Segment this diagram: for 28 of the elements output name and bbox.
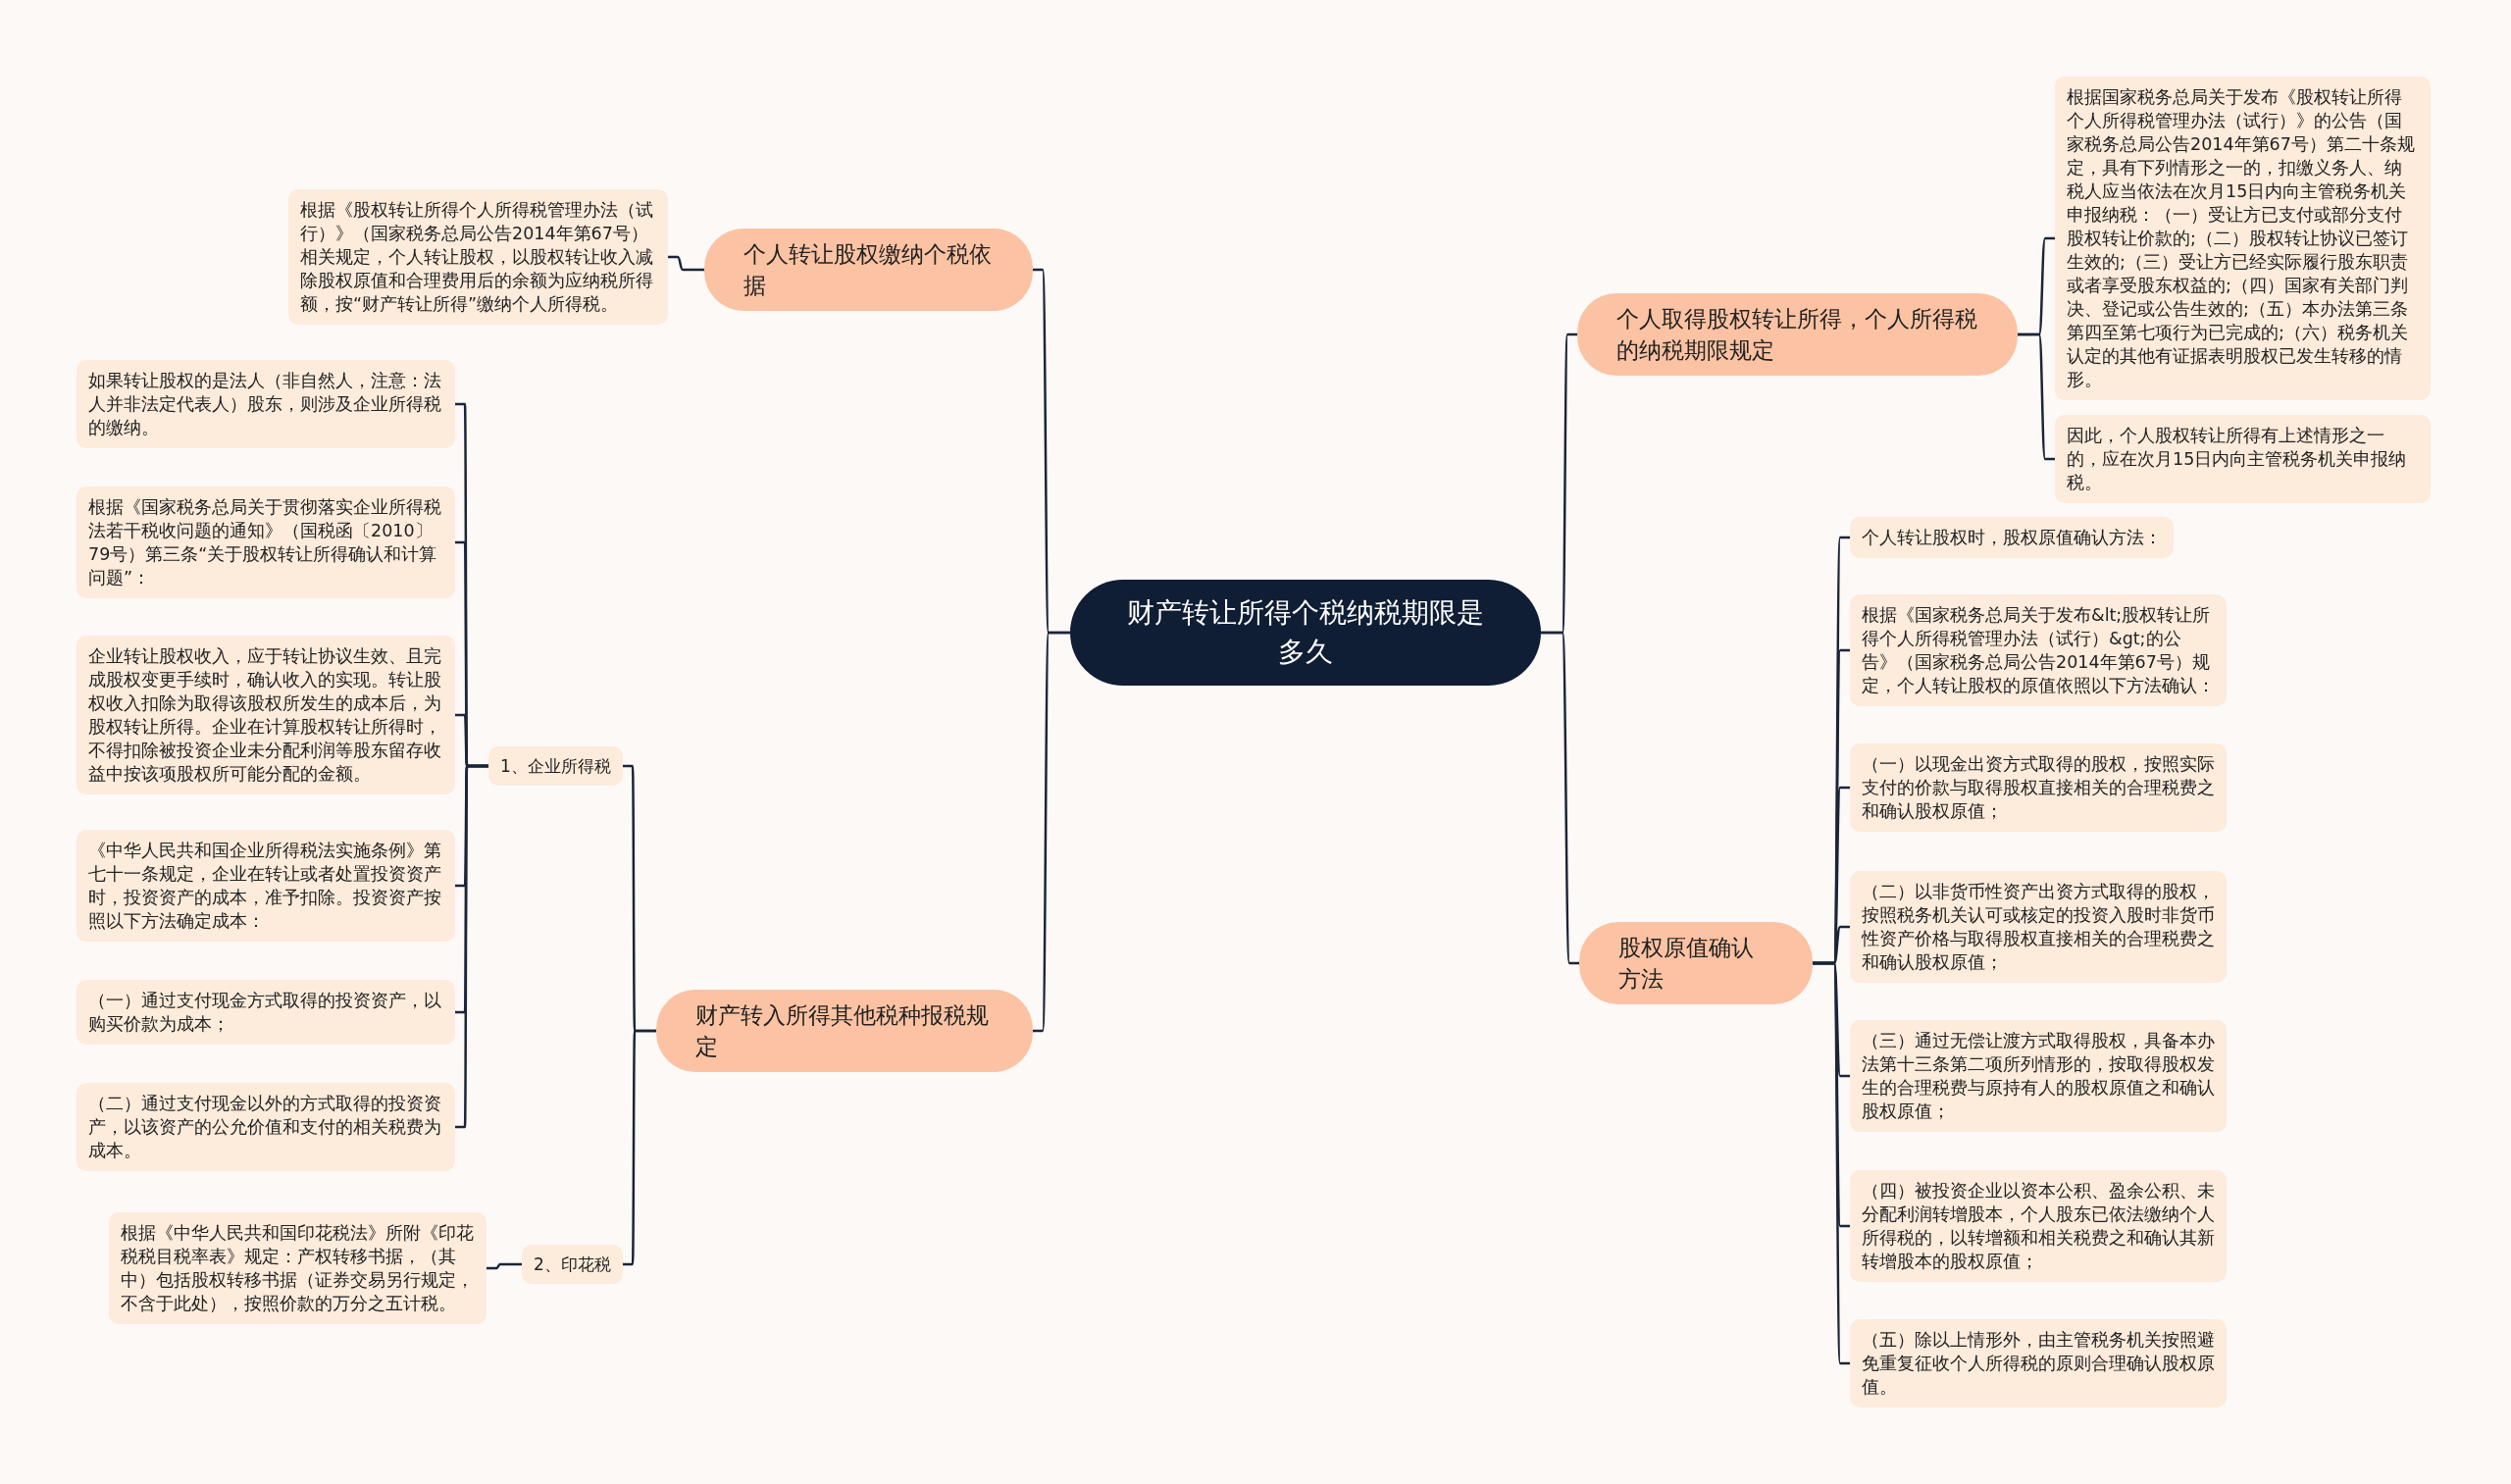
note-box: （二）通过支付现金以外的方式取得的投资资产，以该资产的公允价值和支付的相关税费为成本。 xyxy=(77,1083,455,1171)
root-topic: 财产转让所得个税纳税期限是多久 xyxy=(1070,580,1541,686)
note-box: （一）以现金出资方式取得的股权，按照实际支付的价款与取得股权直接相关的合理税费之和确认股权原值； xyxy=(1850,743,2227,832)
connector-line xyxy=(623,1029,656,1266)
note-box: 根据《国家税务总局关于贯彻落实企业所得税法若干税收问题的通知》（国税函〔2010〕79号）第三条“关于股权转让所得确认和计算问题”： xyxy=(77,486,455,598)
connector-line xyxy=(1541,631,1579,965)
note-box: 《中华人民共和国企业所得税法实施条例》第七十一条规定，企业在转让或者处置投资资产时，投资资产的成本，准予扣除。投资资产按照以下方法确定成本： xyxy=(77,830,455,942)
topic-box: 股权原值确认方法 xyxy=(1579,922,1813,1004)
note-box: 因此，个人股权转让所得有上述情形之一的，应在次月15日内向主管税务机关申报纳税。 xyxy=(2055,415,2431,503)
note-box: （五）除以上情形外，由主管税务机关按照避免重复征收个人所得税的原则合理确认股权原值。 xyxy=(1850,1319,2227,1407)
note-box: （二）以非货币性资产出资方式取得的股权，按照税务机关认可或核定的投资入股时非货币性资产价格与取得股权直接相关的合理税费之和确认股权原值； xyxy=(1850,871,2227,983)
note-box: （三）通过无偿让渡方式取得股权，具备本办法第十三条第二项所列情形的，按取得股权发生的合理税费与原持有人的股权原值之和确认股权原值； xyxy=(1850,1020,2227,1132)
subtopic-box: 1、企业所得税 xyxy=(488,746,623,786)
connector-line xyxy=(668,255,704,272)
topic-box: 个人取得股权转让所得，个人所得税的纳税期限规定 xyxy=(1577,293,2018,376)
topic-box: 财产转入所得其他税种报税规定 xyxy=(656,990,1033,1072)
topic-box: 个人转让股权缴纳个税依据 xyxy=(704,229,1033,311)
note-box: 根据国家税务总局关于发布《股权转让所得个人所得税管理办法（试行）》的公告（国家税务总局公告2014年第67号）第二十条规定，具有下列情形之一的，扣缴义务人、纳税人应当依法在次月15日内向主管税务机关申报纳税：（一）受让方已支付或部分支付股权转让价款的;（二）股权转让协议已签订生效的;（三）受让方已经实际履行股东职责或者享受股东权益的;（四）国家有关部门判决、登记或公告生效的;（五）本办法第三条第四至第七项行为已完成的;（六）税务机关认定的其他有证据表明股权已发生转移的情形。 xyxy=(2055,77,2431,400)
note-box: 根据《国家税务总局关于发布&lt;股权转让所得个人所得税管理办法（试行）&gt;的公告》（国家税务总局公告2014年第67号）规定，个人转让股权的原值依照以下方法确认： xyxy=(1850,594,2227,706)
note-box: （一）通过支付现金方式取得的投资资产，以购买价款为成本； xyxy=(77,980,455,1045)
note-box: 根据《中华人民共和国印花税法》所附《印花税税目税率表》规定：产权转移书据，（其中）包括股权转移书据（证券交易另行规定，不含于此处），按照价款的万分之五计税。 xyxy=(109,1212,487,1324)
subtopic-box: 2、印花税 xyxy=(522,1245,623,1284)
note-box: 个人转让股权时，股权原值确认方法： xyxy=(1850,517,2174,558)
note-box: 根据《股权转让所得个人所得税管理办法（试行）》（国家税务总局公告2014年第67号）相关规定，个人转让股权，以股权转让收入减除股权原值和合理费用后的余额为应纳税所得额，按“财产转让所得”缴纳个人所得税。 xyxy=(288,189,668,325)
connector-line xyxy=(487,1262,522,1270)
note-box: 企业转让股权收入，应于转让协议生效、且完成股权变更手续时，确认收入的实现。转让股权收入扣除为取得该股权所发生的成本后，为股权转让所得。企业在计算股权转让所得时，不得扣除被投资企业未分配利润等股东留存收益中按该项股权所可能分配的金额。 xyxy=(77,636,455,794)
note-box: 如果转让股权的是法人（非自然人，注意：法人并非法定代表人）股东，则涉及企业所得税的缴纳。 xyxy=(77,360,455,448)
note-box: （四）被投资企业以资本公积、盈余公积、未分配利润转增股本，个人股东已依法缴纳个人所得税的，以转增额和相关税费之和确认其新转增股本的股权原值； xyxy=(1850,1170,2227,1282)
